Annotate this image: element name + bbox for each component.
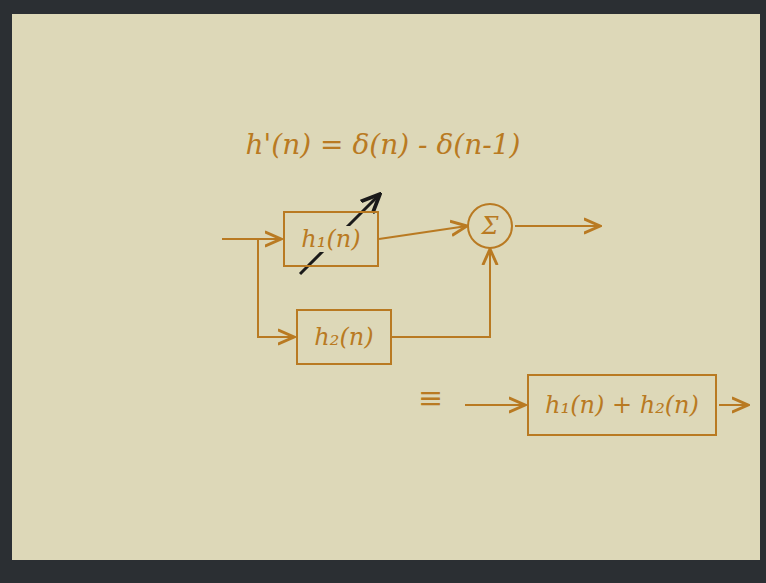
input-wire	[222, 238, 281, 240]
variable-arrow	[300, 194, 380, 274]
output-wire	[515, 225, 600, 227]
node-label: Σ	[480, 213, 501, 239]
input-wire	[465, 404, 525, 406]
signal-arrow	[392, 249, 490, 337]
equivalence-sign: ≡	[418, 380, 443, 415]
node-label: h₁(n) + h₂(n)	[543, 392, 701, 418]
input-branch-wire	[258, 239, 294, 337]
system-box: h₁(n)	[283, 211, 379, 267]
signal-arrow	[379, 226, 467, 239]
summer-circle: Σ	[467, 203, 513, 249]
system-box: h₂(n)	[296, 309, 392, 365]
paper-sheet	[12, 14, 760, 560]
equation-title: h'(n) = δ(n) - δ(n-1)	[0, 128, 766, 161]
system-box: h₁(n) + h₂(n)	[527, 374, 717, 436]
equation-text: h'(n) = δ(n) - δ(n-1)	[246, 128, 521, 161]
circle-outline	[468, 204, 512, 248]
output-wire	[719, 404, 748, 406]
node-label: h₁(n)	[299, 226, 362, 252]
node-label: h₂(n)	[312, 324, 375, 350]
